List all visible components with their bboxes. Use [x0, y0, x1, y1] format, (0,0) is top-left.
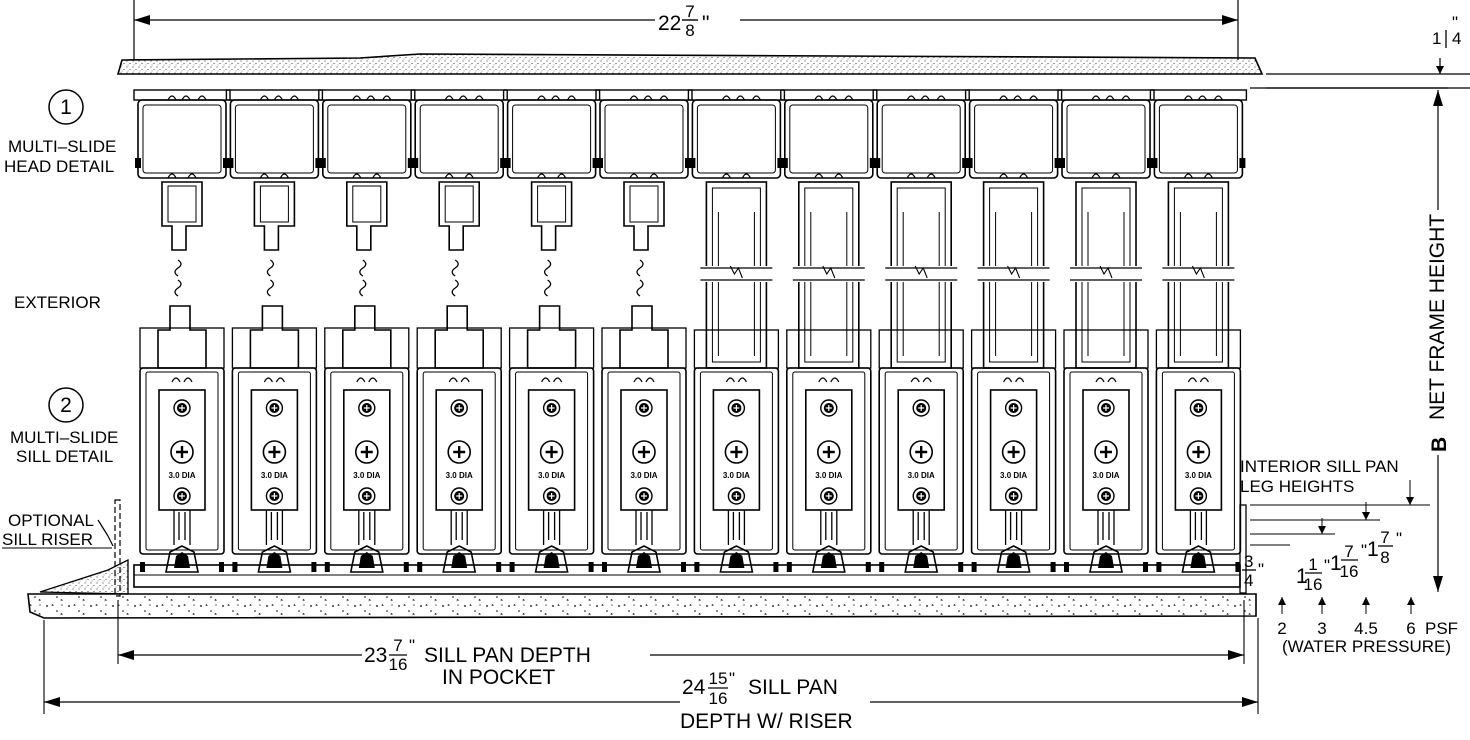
- pressure-value-4: 6: [1406, 619, 1415, 638]
- leg-h4-den: 8: [1380, 548, 1389, 567]
- right-thickness-dimension: 1 4 ": [1266, 13, 1470, 89]
- dia-label: 3.0 DIA: [538, 471, 565, 480]
- leg-h3-num: 7: [1344, 542, 1353, 561]
- dia-label: 3.0 DIA: [1185, 471, 1212, 480]
- riser-dim-den: 16: [709, 689, 728, 708]
- panel-unit: 3.0 DIA: [318, 89, 416, 573]
- top-dim-num: 7: [685, 2, 694, 21]
- panel-unit: 3.0 DIA: [502, 89, 601, 573]
- dia-label: 3.0 DIA: [908, 471, 935, 480]
- panel-unit: 3.0 DIA: [133, 89, 231, 573]
- panel-unit: 3.0 DIA: [780, 89, 878, 573]
- top-dim-unit: ": [702, 12, 709, 35]
- sill-pan-riser-dimension: 24 15 16 " SILL PAN DEPTH W/ RISER: [43, 618, 1259, 733]
- panel-unit: 3.0 DIA: [1149, 89, 1248, 573]
- pressure-value-1: 2: [1277, 619, 1286, 638]
- exterior-label: EXTERIOR: [14, 293, 101, 312]
- leg-h2-den: 16: [1304, 575, 1323, 594]
- head-label-line2: HEAD DETAIL: [4, 157, 114, 176]
- riser-dim-text2: DEPTH W/ RISER: [680, 710, 853, 733]
- leg-h3-inch: ": [1361, 541, 1367, 560]
- leg-h4-whole: 1: [1367, 538, 1379, 561]
- concrete-slab: [27, 558, 1257, 619]
- panel-units: 3.0 DIA 3.0 DIA 3.0 DIA 3.0 DIA 3.0 DIA 3.0 D…: [133, 89, 1248, 573]
- pocket-dim-text1: SILL PAN DEPTH: [424, 644, 591, 667]
- leg-h3-whole: 1: [1330, 552, 1342, 575]
- net-frame-letter: B: [1428, 437, 1451, 452]
- riser-label-line1: OPTIONAL: [8, 511, 94, 530]
- sill-callout-circle: [48, 387, 84, 423]
- top-dim-den: 8: [685, 21, 694, 40]
- dia-label: 3.0 DIA: [446, 471, 473, 480]
- leg-h3-den: 16: [1340, 562, 1359, 581]
- top-sill-board: [116, 53, 1264, 75]
- net-frame-text: NET FRAME HEIGHT: [1426, 214, 1449, 420]
- leg-h4-num: 7: [1380, 528, 1389, 547]
- dia-label: 3.0 DIA: [630, 471, 657, 480]
- dia-label: 3.0 DIA: [723, 471, 750, 480]
- pocket-dim-text2: IN POCKET: [442, 666, 555, 689]
- leg-h2-whole: 1: [1296, 565, 1308, 588]
- pocket-dim-whole: 23: [364, 644, 387, 667]
- dia-label: 3.0 DIA: [261, 471, 288, 480]
- pressure-value-3: 4.5: [1354, 619, 1378, 638]
- panel-unit: 3.0 DIA: [410, 89, 508, 573]
- pressure-unit: PSF: [1425, 619, 1458, 638]
- right-dim-unit: ": [1452, 13, 1458, 32]
- riser-dim-text1: SILL PAN: [748, 676, 838, 699]
- riser-label-line2: SILL RISER: [2, 530, 93, 549]
- pressure-note: (WATER PRESSURE): [1282, 637, 1451, 656]
- right-dim-den: 4: [1452, 29, 1461, 48]
- head-callout-circle: [48, 89, 84, 125]
- panel-unit: 3.0 DIA: [595, 89, 693, 573]
- leg-title-line2: LEG HEIGHTS: [1240, 477, 1354, 496]
- pressure-value-2: 3: [1317, 619, 1326, 638]
- dia-label: 3.0 DIA: [353, 471, 380, 480]
- panel-unit: 3.0 DIA: [225, 89, 324, 573]
- panel-unit: 3.0 DIA: [964, 89, 1063, 573]
- sill-label-line1: MULTI–SLIDE: [10, 428, 118, 447]
- dia-label: 3.0 DIA: [1092, 471, 1119, 480]
- panel-unit: 3.0 DIA: [872, 89, 970, 573]
- left-labels: 1 MULTI–SLIDE HEAD DETAIL EXTERIOR 2 MUL…: [4, 89, 118, 466]
- dia-label: 3.0 DIA: [815, 471, 842, 480]
- leg-h2-num: 1: [1308, 555, 1317, 574]
- pocket-dim-num: 7: [393, 636, 402, 655]
- leg-h1-num: 3: [1244, 552, 1253, 571]
- net-frame-height-dimension: B NET FRAME HEIGHT: [1250, 87, 1451, 592]
- riser-dim-num: 15: [709, 669, 728, 688]
- sill-callout-number: 2: [60, 394, 72, 417]
- leg-title-line1: INTERIOR SILL PAN: [1240, 457, 1399, 476]
- pocket-dim-unit: ": [409, 636, 415, 655]
- riser-dim-whole: 24: [682, 676, 706, 699]
- dia-label: 3.0 DIA: [1000, 471, 1027, 480]
- pocket-dim-den: 16: [389, 655, 408, 674]
- panel-unit: 3.0 DIA: [1057, 89, 1155, 573]
- top-dim-whole: 22: [658, 12, 681, 35]
- head-callout-number: 1: [60, 96, 72, 119]
- leg-h2-inch: ": [1324, 556, 1330, 575]
- leg-h4-inch: ": [1396, 529, 1402, 548]
- riser-dim-unit: ": [729, 669, 735, 688]
- top-dimension: 22 7 8 ": [133, 0, 1239, 60]
- sill-label-line2: SILL DETAIL: [16, 447, 113, 466]
- head-label-line1: MULTI–SLIDE: [8, 137, 116, 156]
- optional-sill-riser: OPTIONAL SILL RISER: [2, 499, 121, 597]
- leg-heights: INTERIOR SILL PAN LEG HEIGHTS 3 4 " 1 1 …: [1239, 457, 1458, 656]
- right-dim-num: 1: [1432, 29, 1441, 48]
- leg-h1-inch: ": [1258, 560, 1264, 579]
- sill-pan-pocket-dimension: 23 7 16 " SILL PAN DEPTH IN POCKET: [117, 600, 1245, 689]
- sill-rail: [133, 564, 1241, 588]
- dia-label: 3.0 DIA: [168, 471, 195, 480]
- panel-unit: 3.0 DIA: [687, 89, 786, 573]
- leg-h1-den: 4: [1244, 571, 1253, 590]
